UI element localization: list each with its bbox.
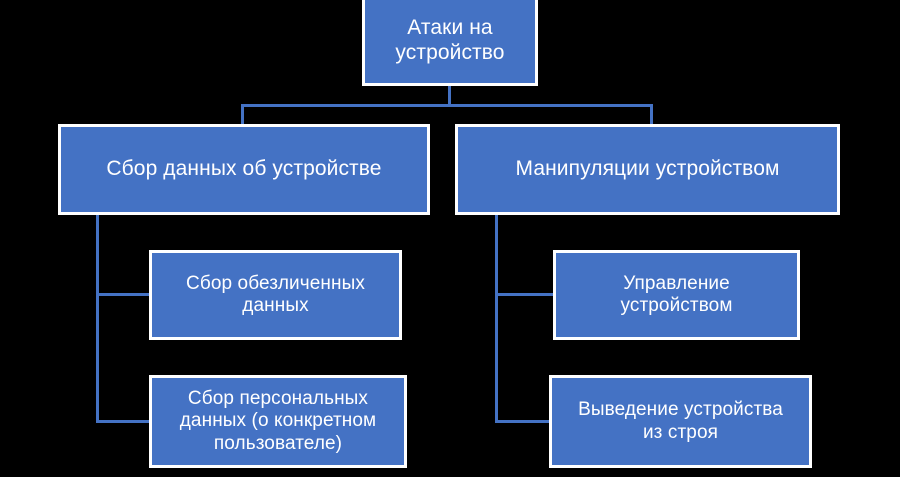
connector-right-branch-stem <box>495 215 498 423</box>
connector-bus-to-data-collection <box>241 104 244 126</box>
node-attacks-on-device: Атаки на устройство <box>362 0 538 86</box>
node-device-disable-label: Выведение устройства из строя <box>578 399 783 443</box>
connector-to-device-disable <box>495 420 552 423</box>
node-device-manipulation: Манипуляции устройством <box>455 124 840 215</box>
node-anonymous-data-collection-label: Сбор обезличенных данных <box>186 272 365 316</box>
node-data-collection: Сбор данных об устройстве <box>58 124 430 215</box>
node-anonymous-data-collection: Сбор обезличенных данных <box>149 250 402 340</box>
node-personal-data-collection-label: Сбор персональных данных (о конкретном п… <box>179 387 377 454</box>
connector-root-to-bus <box>448 86 451 107</box>
connector-bus-to-manipulation <box>650 104 653 126</box>
node-personal-data-collection: Сбор персональных данных (о конкретном п… <box>149 375 407 468</box>
node-device-control: Управление устройством <box>553 250 800 340</box>
connector-level2-bus <box>241 104 653 107</box>
connector-left-branch-stem <box>96 215 99 423</box>
connector-to-device-control <box>495 293 556 296</box>
node-data-collection-label: Сбор данных об устройстве <box>106 157 382 181</box>
node-device-control-label: Управление устройством <box>620 272 733 316</box>
node-device-disable: Выведение устройства из строя <box>549 375 812 468</box>
connector-to-anonymous-data <box>96 293 152 296</box>
node-device-manipulation-label: Манипуляции устройством <box>515 157 780 181</box>
connector-to-personal-data <box>96 420 152 423</box>
node-attacks-on-device-label: Атаки на устройство <box>395 16 505 64</box>
